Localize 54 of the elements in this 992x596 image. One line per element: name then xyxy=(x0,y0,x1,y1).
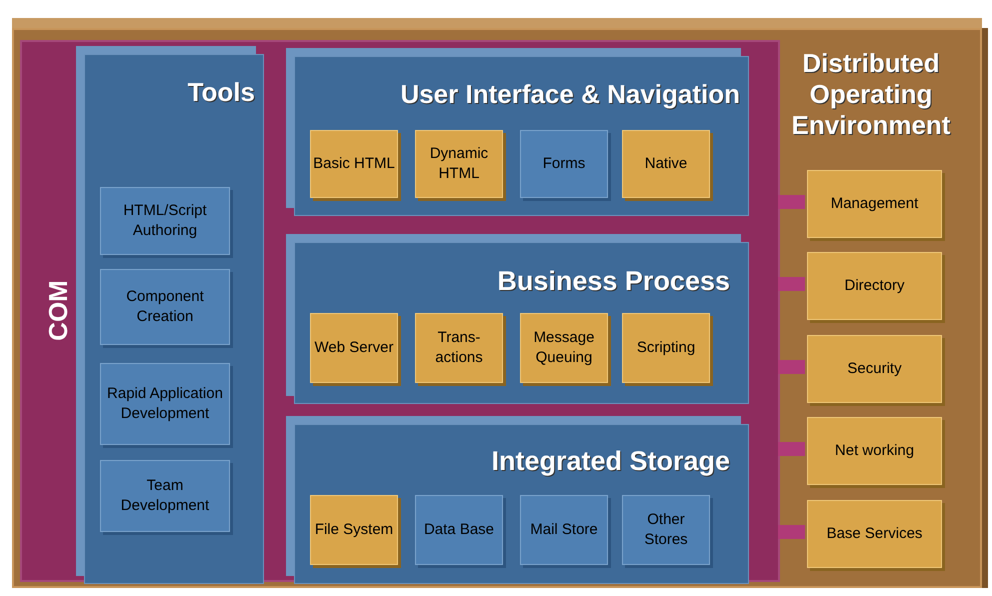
component-label: Trans- actions xyxy=(434,328,484,368)
connector-peg xyxy=(778,277,805,291)
component-label: Forms xyxy=(542,154,586,174)
component-label: Directory xyxy=(844,276,904,296)
component-label: Other Stores xyxy=(643,510,689,550)
component-box xyxy=(100,187,230,255)
component-label: Native xyxy=(644,154,688,174)
service-box xyxy=(807,417,942,485)
connector-peg xyxy=(778,195,805,209)
service-box xyxy=(310,130,398,198)
component-label: Scripting xyxy=(636,338,696,358)
panel-heading: User Interface & Navigation xyxy=(399,79,740,110)
component-label: Management xyxy=(830,194,918,214)
component-label: File System xyxy=(314,520,394,540)
service-box xyxy=(622,313,710,383)
service-box xyxy=(807,500,942,568)
component-label: Base Services xyxy=(826,524,922,544)
connector-peg xyxy=(778,360,805,374)
connector-peg xyxy=(778,442,805,456)
com-panel xyxy=(20,40,780,582)
component-label: Component Creation xyxy=(125,286,205,327)
panel-heading: Tools xyxy=(186,77,255,108)
component-box xyxy=(520,495,608,565)
panel-heading: Business Process xyxy=(496,265,730,298)
com-label: COM xyxy=(42,280,74,341)
component-label: Team Development xyxy=(120,476,210,516)
component-label: Dynamic HTML xyxy=(428,144,490,184)
component-label: Web Server xyxy=(314,338,394,358)
component-label: Message Queuing xyxy=(532,328,596,368)
component-label: Net working xyxy=(834,440,914,461)
connector-peg xyxy=(778,525,805,539)
component-label: Security xyxy=(847,358,902,379)
component-box xyxy=(100,363,230,445)
service-box xyxy=(520,313,608,383)
component-label: Mail Store xyxy=(530,520,598,540)
service-box xyxy=(807,170,942,238)
component-box xyxy=(622,495,710,565)
environment-heading: Distributed Operating Environment xyxy=(790,48,952,142)
panel-heading: Integrated Storage xyxy=(490,445,730,478)
component-label: HTML/Script Authoring xyxy=(122,200,208,241)
component-box xyxy=(100,460,230,532)
component-box xyxy=(520,130,608,198)
service-box xyxy=(310,313,398,383)
component-label: Rapid Application Development xyxy=(106,384,224,424)
component-label: Data Base xyxy=(424,520,494,540)
service-box xyxy=(415,130,503,198)
component-label: Basic HTML xyxy=(313,154,395,174)
service-box xyxy=(415,313,503,383)
service-box xyxy=(807,335,942,403)
service-box xyxy=(622,130,710,198)
service-box xyxy=(310,495,398,565)
service-box xyxy=(807,252,942,320)
component-box xyxy=(100,269,230,345)
component-box xyxy=(415,495,503,565)
